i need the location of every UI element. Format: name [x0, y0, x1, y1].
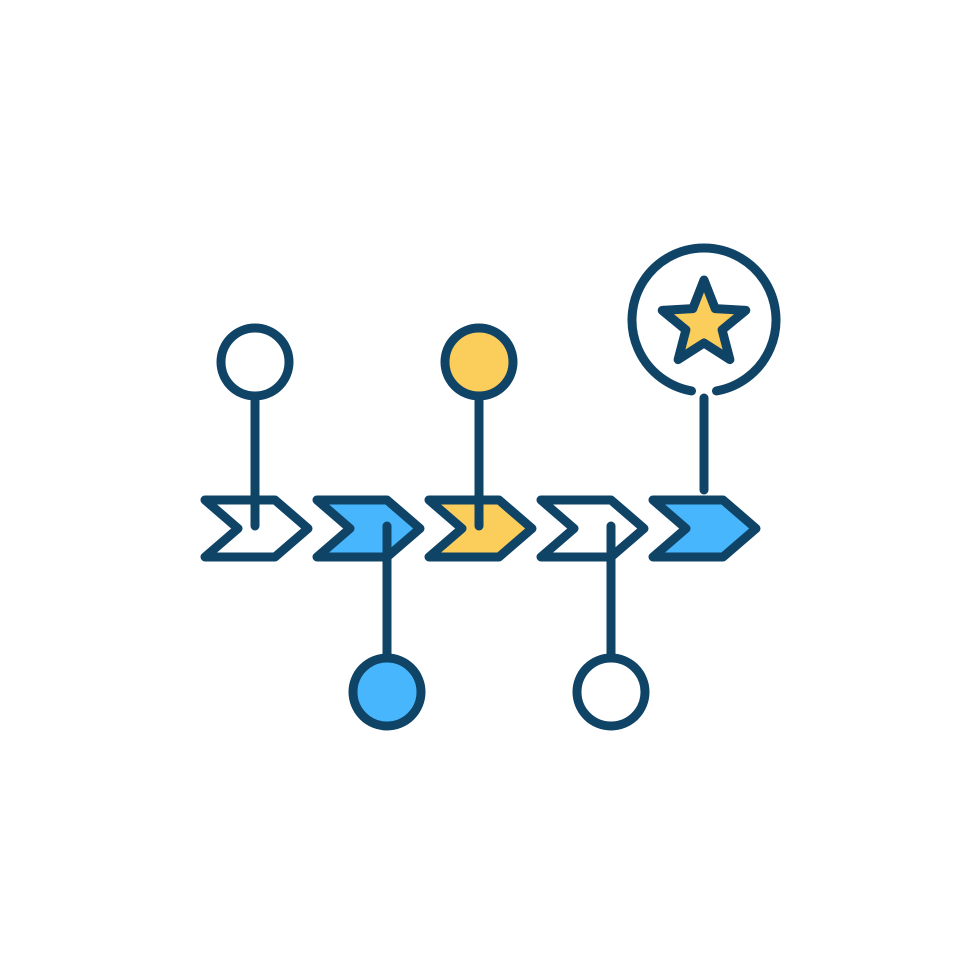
- timeline-step-5: [648, 495, 761, 562]
- milestone-dot-1: [216, 323, 294, 401]
- milestone-dot-3: [440, 323, 518, 401]
- timeline-step-4: [536, 495, 649, 562]
- timeline-step-2: [312, 495, 425, 562]
- milestone-dot-4: [572, 653, 650, 731]
- goal-ring: [627, 243, 781, 396]
- star-icon: [657, 275, 751, 365]
- milestone-dot-2: [348, 653, 426, 731]
